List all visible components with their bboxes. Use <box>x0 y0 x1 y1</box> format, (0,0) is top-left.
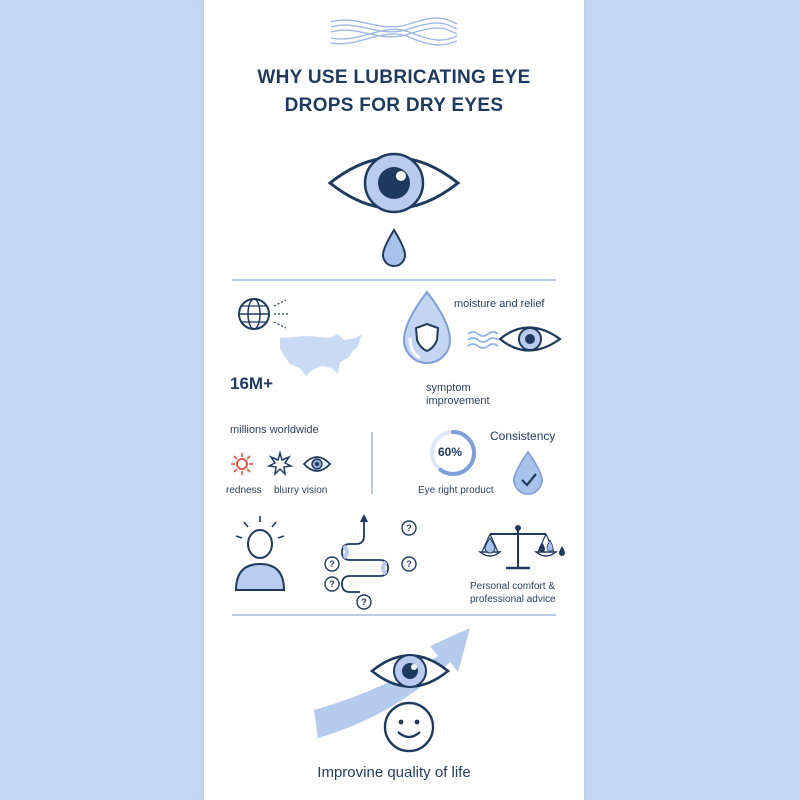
divider <box>232 279 556 281</box>
vertical-divider <box>371 432 373 494</box>
redness-label: redness <box>226 485 262 496</box>
svg-text:?: ? <box>329 559 335 569</box>
consistency-label: Consistency <box>490 429 556 443</box>
shield-drop-icon <box>402 290 452 364</box>
moisture-label: moisture and relief <box>454 298 545 310</box>
tear-drop-icon <box>381 228 407 267</box>
percentage-value: 60% <box>438 445 463 459</box>
redness-icon <box>231 453 253 475</box>
waves-eye-icon <box>467 326 562 352</box>
eye-icon <box>369 654 451 688</box>
page-title-line1: WHY USE LUBRICATING EYE <box>257 67 531 88</box>
product-label: Eye right product <box>418 485 494 496</box>
globe-icon <box>238 298 290 330</box>
svg-text:?: ? <box>406 523 412 533</box>
blurry-label: blurry vision <box>274 485 328 496</box>
svg-text:?: ? <box>361 597 367 607</box>
person-icon <box>234 516 286 591</box>
footer-label: Improvine quality of life <box>317 764 471 781</box>
worldwide-label: millions worldwide <box>230 424 319 436</box>
irritation-star-icon <box>266 450 294 477</box>
svg-text:?: ? <box>406 559 412 569</box>
check-drop-icon <box>513 450 543 495</box>
divider <box>232 614 556 616</box>
advice-label: Personal comfort & professional advice <box>470 581 556 605</box>
balance-scale-icon <box>478 525 565 570</box>
infographic-card: WHY USE LUBRICATING EYE DROPS FOR DRY EY… <box>204 0 584 800</box>
symptom-label: symptom improvement <box>426 382 490 407</box>
smiley-face-icon <box>383 701 435 753</box>
page-title-line2: DROPS FOR DRY EYES <box>284 95 504 116</box>
eye-icon <box>327 152 461 214</box>
usa-map-icon <box>280 334 362 376</box>
waves-logo-icon <box>330 17 458 46</box>
progress-ring <box>430 430 476 476</box>
svg-text:?: ? <box>329 579 335 589</box>
blurry-eye-icon <box>302 456 332 472</box>
decision-path-icon: ? ? ? ? ? <box>324 514 417 610</box>
people-count: 16M+ <box>230 374 273 393</box>
